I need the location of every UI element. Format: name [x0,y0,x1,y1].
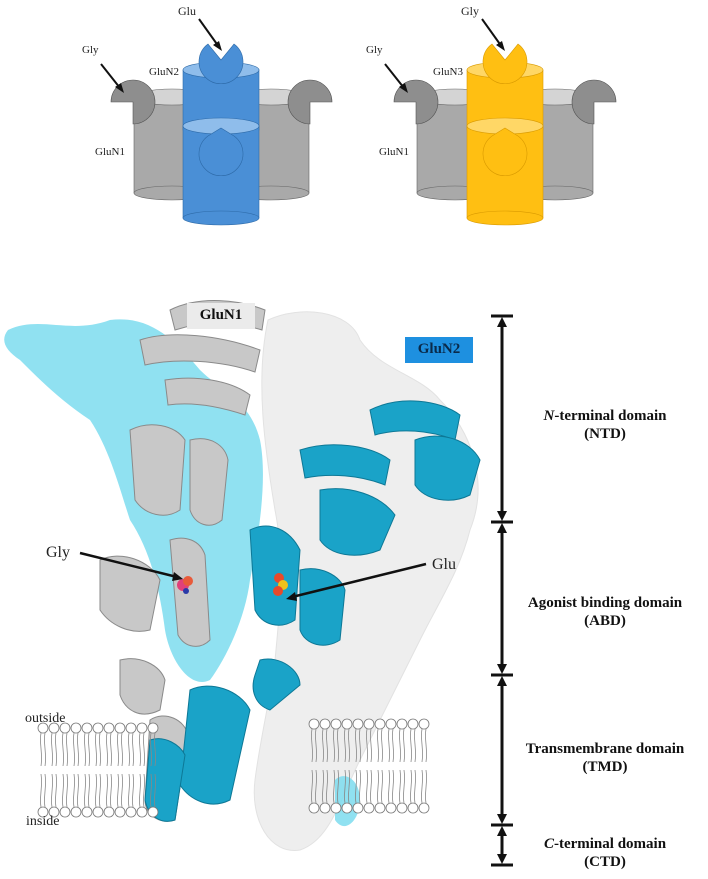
gly-binding-site-right [287,79,333,125]
domain-ctd-name: -terminal domain [553,836,667,852]
label-glun1: GluN1 [95,146,125,158]
arrow-gly-top-icon [496,41,505,51]
membrane-inside-label: inside [26,814,60,829]
glun2-cartoon [144,400,481,822]
domain-ctd-prefix: C [543,836,554,852]
label-glun2: GluN2 [149,66,179,78]
arrow-glu-pointer-icon [286,592,297,601]
membrane-right-lipids [308,718,430,814]
label-glun1: GluN1 [379,146,409,158]
domain-ntd-prefix: N [543,408,555,424]
arrow-gly-icon [115,83,124,93]
glun1-label: GluN1 [187,303,255,329]
arrow-gly-icon [399,83,408,93]
arrow-glu-icon [213,41,222,51]
label-gly: Gly [82,44,99,56]
label-gly-top: Gly [461,4,479,18]
domain-tmd-abbr: (TMD) [582,759,628,775]
arrow-gly-pointer-icon [172,572,183,581]
label-glu: Glu [178,4,196,18]
domain-ntd: N-terminal domain (NTD) [505,407,705,443]
gly-label: Gly [46,544,70,561]
domain-abd-name: Agonist binding domain [527,595,683,611]
domain-ntd-name: -terminal domain [554,408,667,424]
label-glun3: GluN3 [433,66,463,78]
domain-ntd-abbr: (NTD) [584,426,626,442]
membrane-outside-label: outside [25,711,66,726]
domain-abd: Agonist binding domain (ABD) [505,594,705,630]
glu-ligand-icon [273,573,288,596]
label-gly: Gly [366,44,383,56]
gly-binding-site-top [482,43,528,84]
schematic-glun1-glun2-graphic [100,18,333,226]
glun2-front-cylinder [182,117,260,226]
domain-ctd-abbr: (CTD) [584,854,626,870]
domain-abd-abbr: (ABD) [584,613,626,629]
gly-ligand-icon [177,576,193,594]
protein-structure-graphic [4,300,513,867]
glu-label: Glu [432,556,456,573]
glun2-label: GluN2 [405,337,473,363]
glun3-front-cylinder [466,117,544,226]
membrane-left-lipids [37,722,159,818]
nmda-receptor-structure: GluN1 GluN2 Gly Glu outside inside N-ter… [0,280,708,879]
domain-tmd-name: Transmembrane domain [525,741,685,757]
domain-bracket [491,314,513,867]
schematic-glun1-glun3-graphic [384,18,617,226]
lipid-bilayers [37,718,430,818]
gly-binding-site-right [571,79,617,125]
schematic-glun1-glun3: Gly Gly GluN3 GluN1 [354,0,708,240]
glu-binding-site [198,43,244,84]
domain-ctd: C-terminal domain (CTD) [505,835,705,871]
domain-tmd: Transmembrane domain (TMD) [505,740,705,776]
schematic-glun1-glun2: Glu Gly GluN2 GluN1 [0,0,354,240]
